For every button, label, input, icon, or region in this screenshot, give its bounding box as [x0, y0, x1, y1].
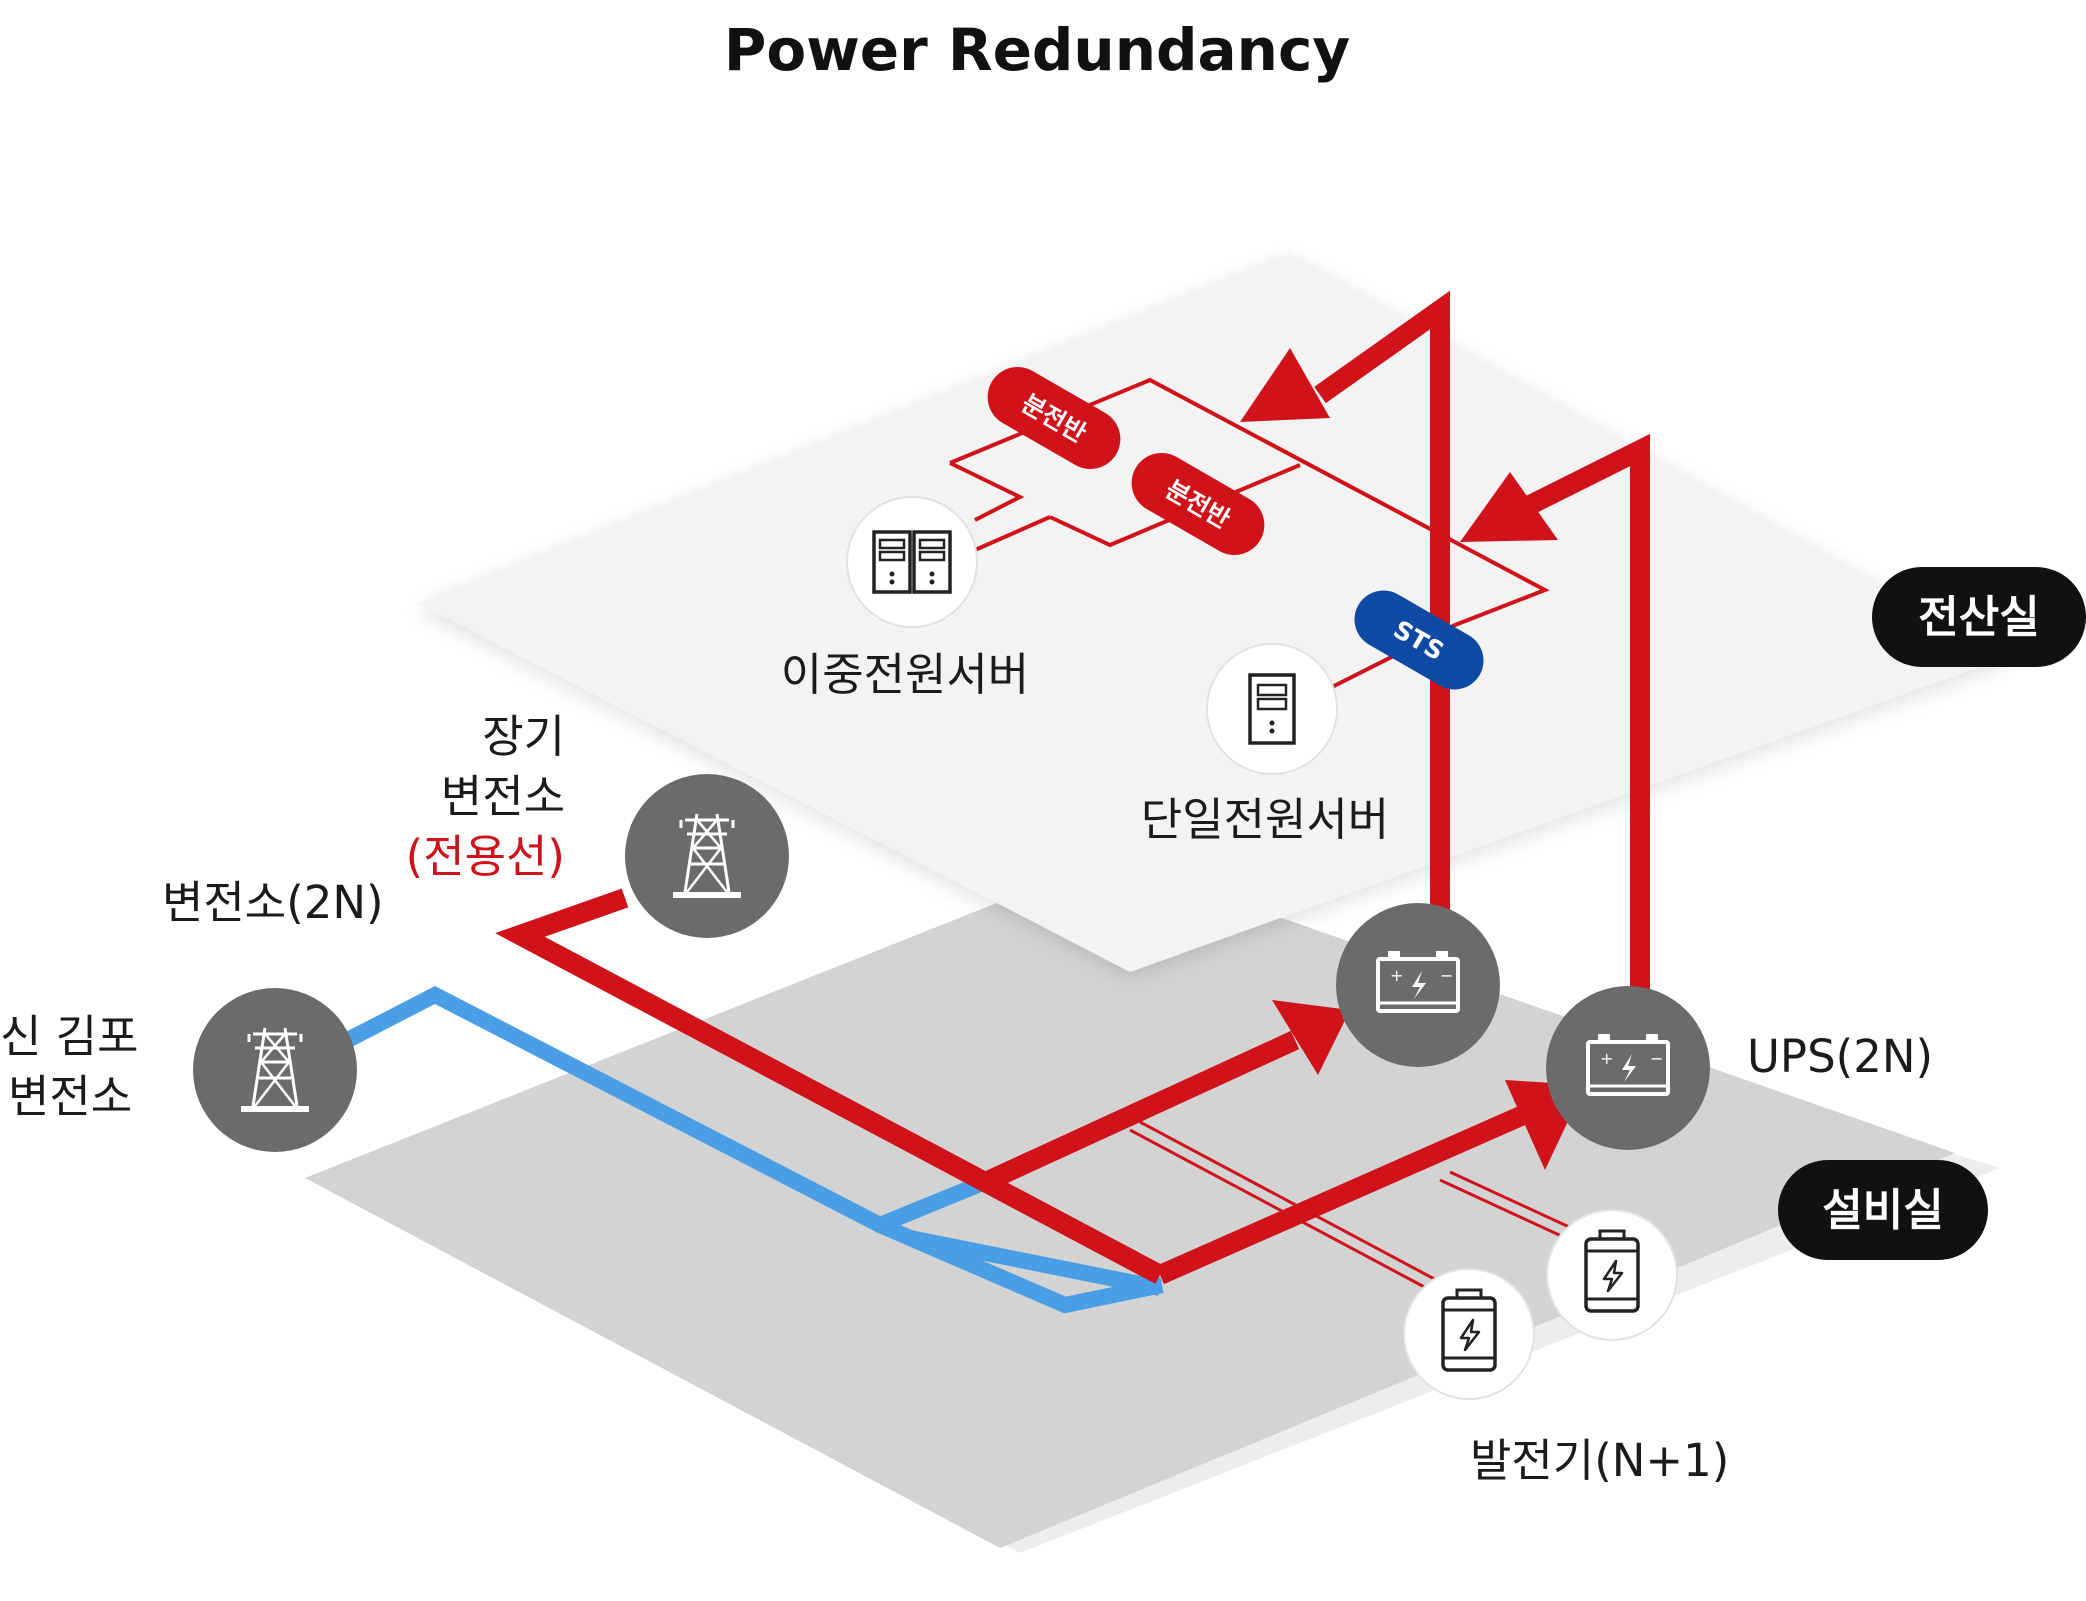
dual-power-server	[846, 496, 978, 628]
single-power-server-label: 단일전원서버	[1141, 793, 1389, 846]
janggi-substation	[625, 774, 789, 938]
single-power-server	[1206, 643, 1338, 775]
substation-2n-label: 변전소(2N)	[162, 876, 384, 929]
main-power-lines	[495, 290, 1650, 1285]
sinkimpo-label-2: 변전소	[8, 1070, 132, 1123]
server-room-badge: 전산실	[1872, 567, 2086, 667]
battery-icon	[1586, 1032, 1670, 1096]
ups-label: UPS(2N)	[1747, 1030, 1933, 1083]
generator-2	[1403, 1268, 1535, 1400]
generator-wiring	[1129, 1120, 1581, 1292]
distribution-panel-1: 분전반	[987, 367, 1121, 469]
svg-text:설비실: 설비실	[1822, 1185, 1943, 1236]
janggi-dedicated-label: (전용선)	[406, 830, 565, 883]
janggi-label-1: 장기	[482, 710, 565, 763]
battery-icon	[1376, 949, 1460, 1013]
svg-text:전산실: 전산실	[1918, 592, 2039, 643]
dual-power-server-label: 이중전원서버	[781, 648, 1029, 701]
flow-arrows	[1240, 348, 1585, 1170]
ups-unit-2	[1546, 986, 1710, 1150]
diagram-title: Power Redundancy	[724, 16, 1350, 84]
sinkimpo-label-1: 신 김포	[0, 1010, 139, 1063]
generator-label: 발전기(N+1)	[1470, 1434, 1729, 1487]
server-room-floor	[418, 253, 2010, 972]
facility-room-badge: 설비실	[1778, 1160, 1988, 1260]
sts-switch: STS	[1354, 590, 1484, 690]
sinkimpo-feed-line	[334, 985, 1164, 1314]
ups-unit-1	[1336, 903, 1500, 1067]
sinkimpo-substation	[193, 988, 357, 1152]
janggi-label-2: 변전소	[441, 770, 565, 823]
generator-1	[1546, 1209, 1678, 1341]
